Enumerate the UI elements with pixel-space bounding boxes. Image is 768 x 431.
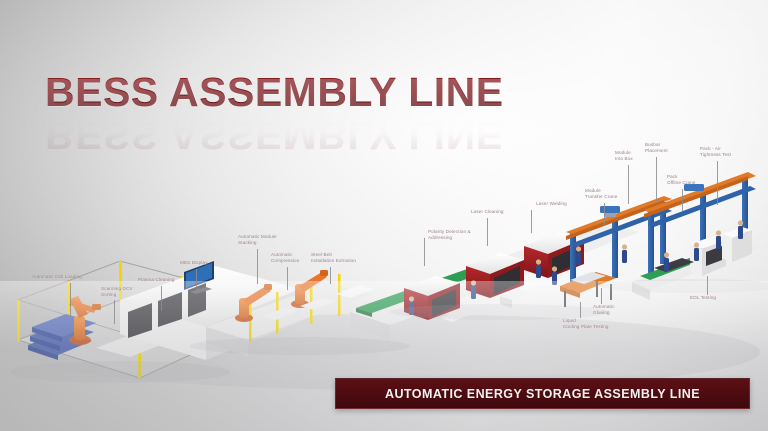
callout-leader-line-automatic-cell-loading — [70, 283, 71, 316]
callout-label-pack-offline-crane: Pack Offline Crane — [667, 174, 696, 186]
callout-label-laser-welding: Laser Welding — [536, 201, 567, 206]
callout-leader-line-eol-testing — [707, 276, 708, 295]
callout-label-busbar-placement: Busbar Placement — [645, 142, 668, 154]
page-title-text: BESS ASSEMBLY LINE — [45, 69, 504, 115]
callout-leader-line-laser-welding — [531, 210, 532, 233]
callout-leader-line-laser-cleaning — [487, 218, 488, 246]
gantry-crane-1 — [551, 196, 672, 307]
callout-leader-line-module-into-box — [628, 165, 629, 204]
module-stacking-station — [206, 270, 374, 356]
callout-label-module-transfer-crane: Module Transfer Crane — [585, 188, 618, 200]
callout-label-eol-testing: EOL Testing — [690, 295, 717, 300]
callout-leader-line-pack-offline-crane — [682, 189, 683, 211]
callout-label-mes-display: MES Display — [180, 260, 208, 265]
callout-leader-line-automatic-module-stacking — [257, 249, 258, 284]
callout-leader-line-liquid-cooling-plate-testing — [580, 302, 581, 318]
callout-leader-line-plasma-cleaning — [161, 286, 162, 311]
callout-leader-line-automatic-compression — [287, 267, 288, 290]
page-title-reflection: BESS ASSEMBLY LINE — [45, 112, 504, 158]
callout-leader-line-busbar-placement — [656, 157, 657, 202]
page-title: BESS ASSEMBLY LINE BESS ASSEMBLY LINE — [45, 69, 504, 159]
callout-leader-line-automatic-glueing — [601, 288, 602, 304]
callout-label-liquid-cooling-plate-testing: Liquid Cooling Plate Testing — [563, 318, 609, 330]
callout-label-automatic-module-stacking: Automatic Module Stacking — [238, 234, 277, 246]
callout-leader-line-pack-air-tightness-test — [717, 161, 718, 205]
callout-label-pack-air-tightness-test: Pack - Air Tightness Test — [700, 146, 732, 158]
callout-leader-line-module-transfer-crane — [604, 203, 605, 225]
gantry-crane-2 — [632, 172, 762, 300]
callout-label-polarity-detection-addressing: Polarity Detection & Addressing — [428, 229, 471, 241]
callout-leader-line-mes-display — [196, 269, 197, 288]
callout-leader-line-scanning-ocv-sorting — [114, 300, 115, 324]
callout-label-plasma-cleaning: Plasma Cleaning — [138, 277, 175, 282]
callout-label-scanning-ocv-sorting: Scanning OCV Sorting — [101, 286, 133, 298]
callout-label-module-into-box: Module Into Box — [615, 150, 633, 162]
callout-label-laser-cleaning: Laser Cleaning — [471, 209, 504, 214]
callout-label-automatic-cell-loading: Automatic Cell Loading — [32, 274, 82, 279]
callout-label-steel-belt-installation: Steel Belt Installation Extrusion — [311, 252, 357, 264]
mes-display-monitor — [184, 261, 214, 294]
callout-leader-line-polarity-detection-addressing — [424, 238, 425, 266]
callout-label-automatic-compression: Automatic Compression — [271, 252, 300, 264]
callout-label-automatic-glueing: Automatic Glueing — [593, 304, 615, 316]
bottom-banner-text: AUTOMATIC ENERGY STORAGE ASSEMBLY LINE — [384, 386, 701, 401]
loading-robot — [69, 296, 101, 345]
bottom-banner: AUTOMATIC ENERGY STORAGE ASSEMBLY LINE — [335, 378, 750, 409]
callout-leader-line-steel-belt-installation — [330, 267, 331, 284]
